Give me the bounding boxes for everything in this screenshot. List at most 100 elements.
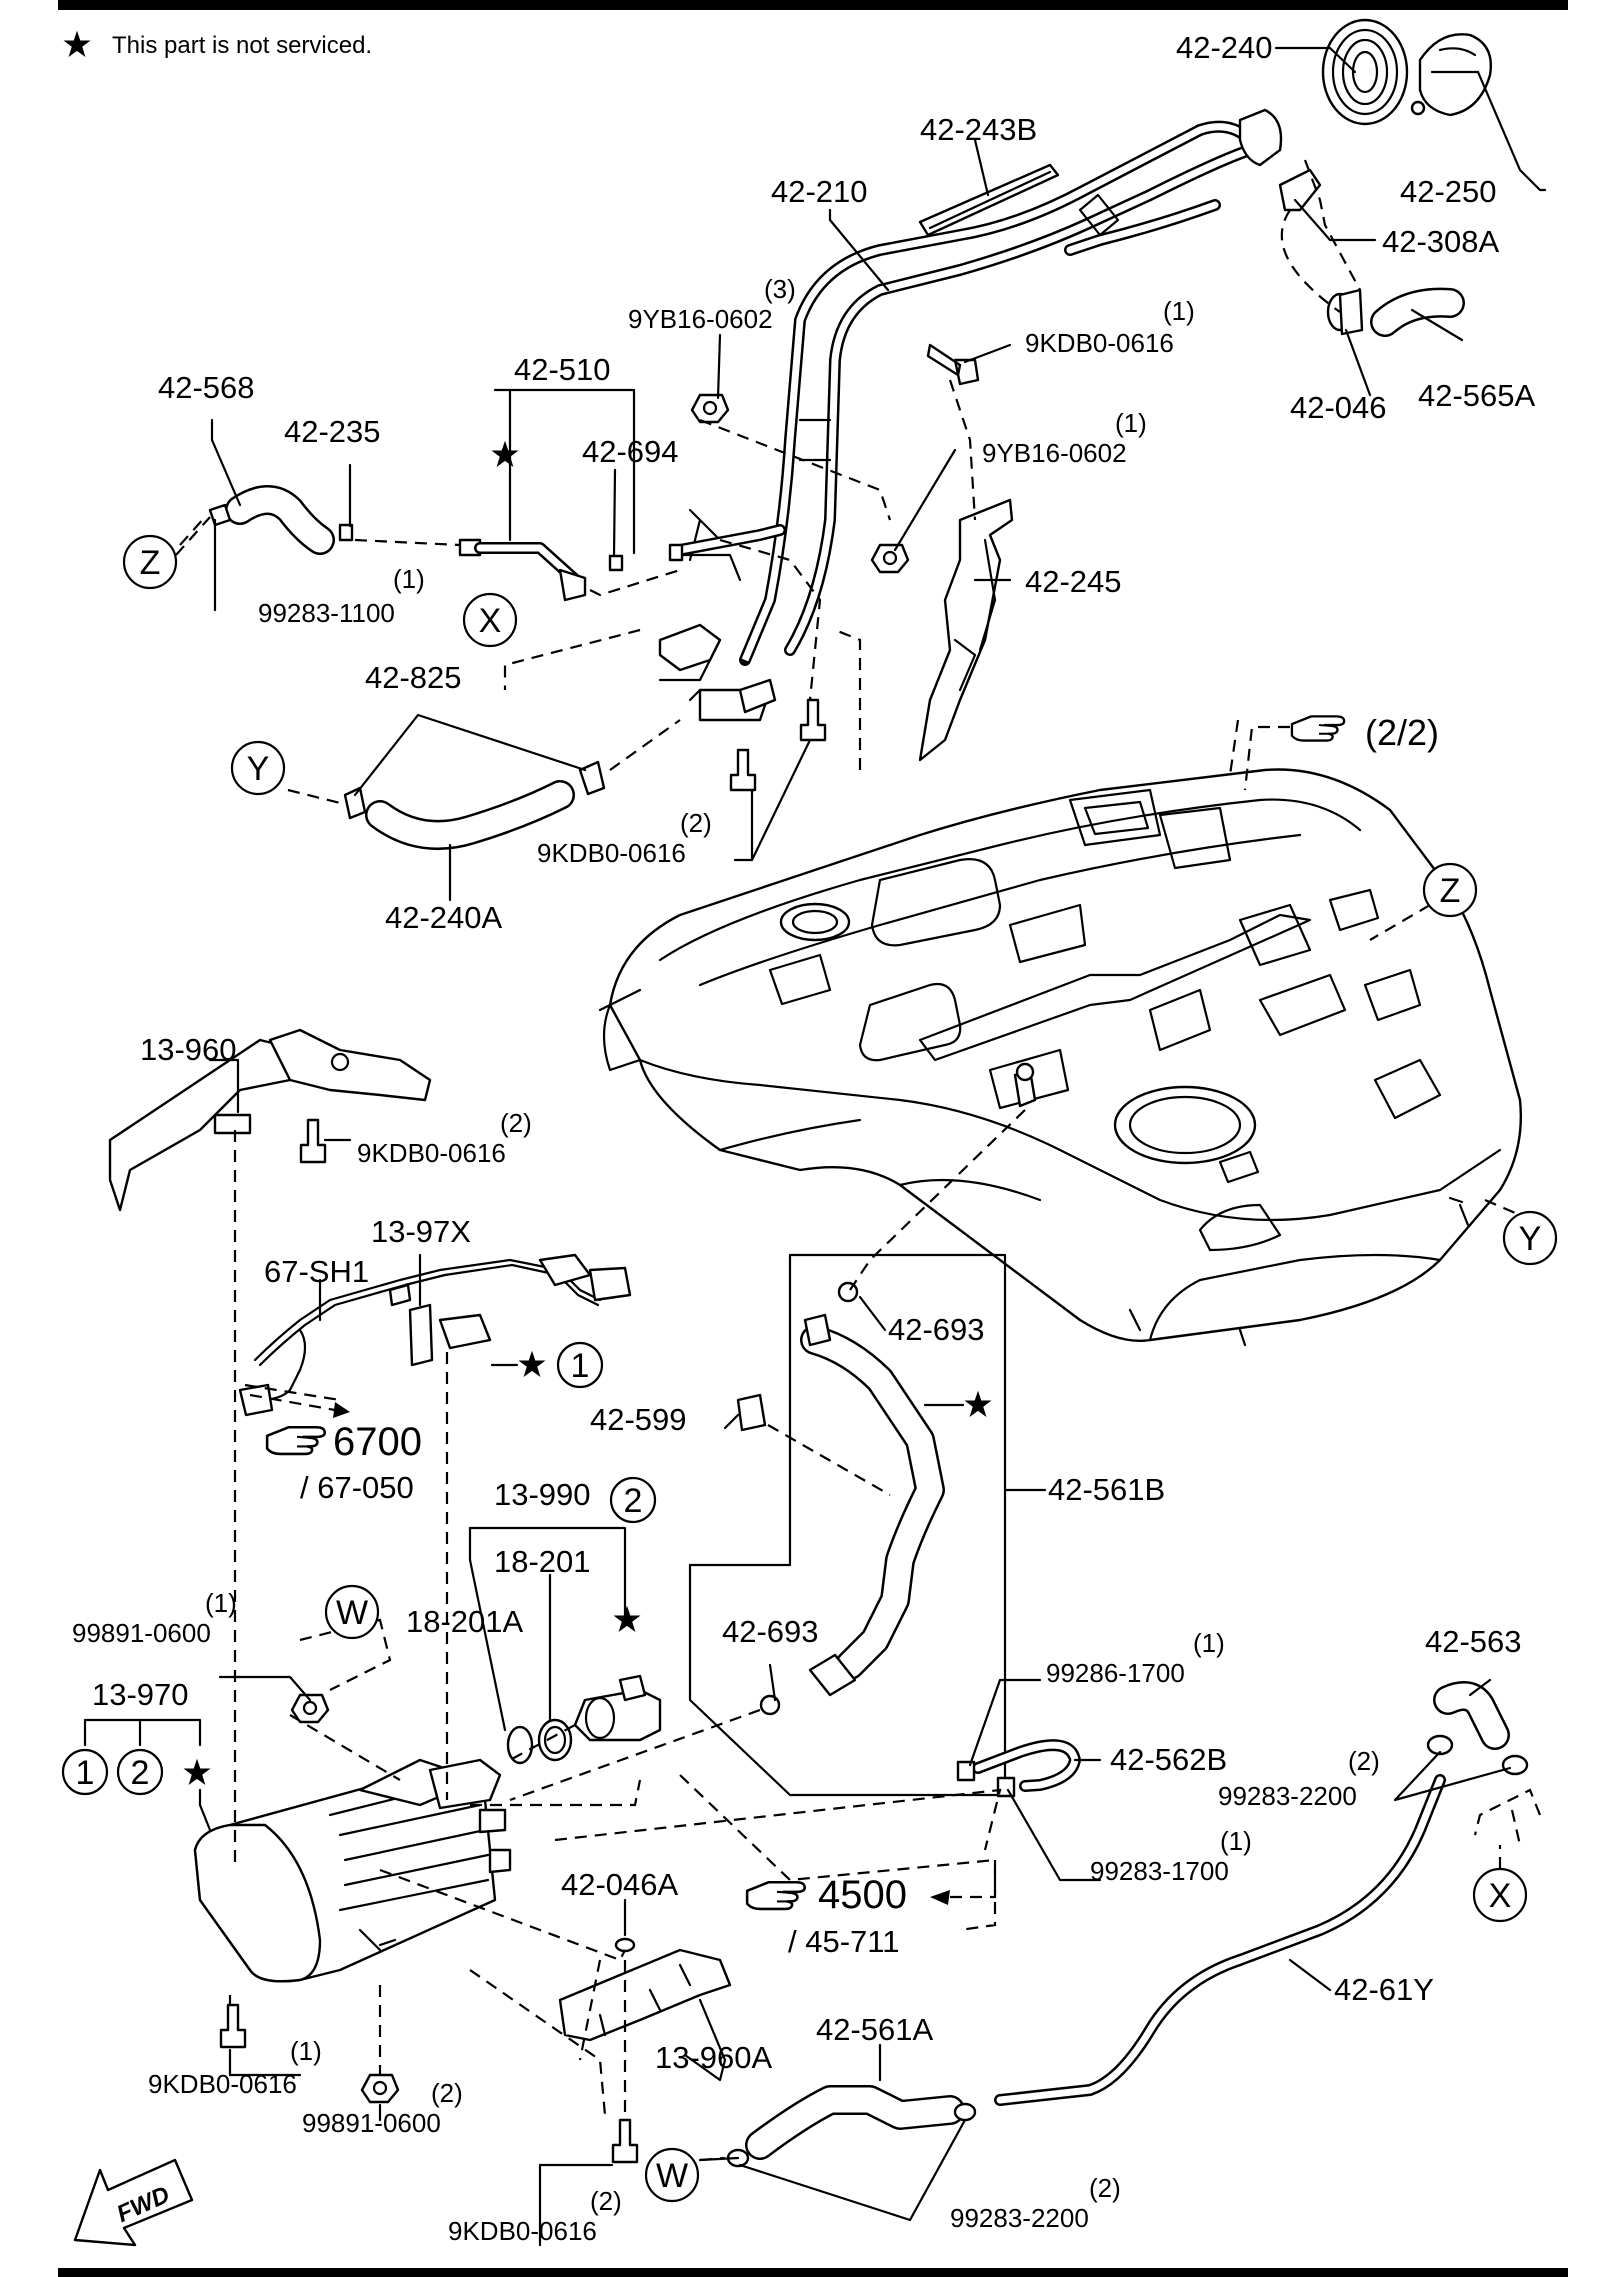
marker-2-valve: 2 [609, 1476, 657, 1524]
label-42-240A: 42-240A [385, 900, 503, 935]
part-42-308A [1278, 168, 1322, 212]
svg-text:X: X [1489, 1877, 1512, 1915]
star-icon [491, 440, 519, 467]
label-9KDB0-e: 9KDB0-0616 [448, 2216, 597, 2246]
qty-99283-2200-a: (2) [1348, 1746, 1380, 1776]
label-42-694: 42-694 [582, 434, 679, 469]
qty-9KDB0-a: (1) [1163, 296, 1195, 326]
label-99283-2200-b: 99283-2200 [950, 2203, 1089, 2233]
part-18-201 [537, 1718, 573, 1762]
nut-99891-a [290, 1693, 330, 1724]
label-13-970: 13-970 [92, 1677, 189, 1712]
part-42-561B [800, 1313, 945, 1697]
clamp-99283-2200-a1 [1426, 1734, 1454, 1756]
part-42-510 [458, 538, 587, 602]
label-42-61Y: 42-61Y [1334, 1972, 1434, 2007]
ref-6700: 6700 [333, 1420, 422, 1464]
marker-2-canister: 2 [116, 1748, 164, 1796]
bottom-border [58, 2268, 1568, 2277]
svg-text:2: 2 [131, 1754, 150, 1792]
clamp-42-825-a [343, 786, 367, 820]
label-99283-1100: 99283-1100 [258, 598, 395, 628]
label-42-046: 42-046 [1290, 390, 1387, 425]
part-13-960 [108, 1028, 432, 1212]
qty-9KDB0-b: (2) [680, 808, 712, 838]
label-99283-1700: 99283-1700 [1090, 1856, 1229, 1886]
marker-Z-right: Z [1422, 862, 1478, 918]
label-9YB16-b: 9YB16-0602 [982, 438, 1127, 468]
qty-99283-1100: (1) [393, 564, 425, 594]
label-42-245: 42-245 [1025, 564, 1122, 599]
label-13-960: 13-960 [140, 1032, 237, 1067]
svg-text:W: W [336, 1594, 368, 1632]
qty-99283-1700: (1) [1220, 1826, 1252, 1856]
svg-text:X: X [479, 602, 502, 640]
part-42-561A [745, 2085, 965, 2160]
pointing-hand-icon [265, 1425, 327, 1456]
legend-note: This part is not serviced. [112, 32, 372, 59]
ref-4500: 4500 [818, 1873, 907, 1917]
guide-lines [179, 159, 1542, 2162]
label-99283-2200-a: 99283-2200 [1218, 1781, 1357, 1811]
marker-X-right: X [1472, 1867, 1528, 1923]
label-13-990: 13-990 [494, 1477, 591, 1512]
nut-99891-b [360, 2073, 400, 2104]
clamp-99283-1100 [208, 503, 232, 527]
svg-text:1: 1 [571, 1347, 590, 1385]
reference-markers: Z X Y Z Y 1 2 W [61, 516, 1558, 2203]
marker-Y-right: Y [1502, 1210, 1558, 1266]
label-42-240: 42-240 [1176, 30, 1273, 65]
label-42-568: 42-568 [158, 370, 255, 405]
part-13-970-canister [193, 1758, 512, 1983]
label-42-693-a: 42-693 [888, 1312, 985, 1347]
part-labels: 42-240 42-243B 42-210 42-250 42-308A (3)… [72, 30, 1536, 2246]
clamp-42-693-a [837, 1281, 859, 1303]
qty-9YB16-b: (1) [1115, 408, 1147, 438]
label-67-SH1: 67-SH1 [264, 1254, 369, 1289]
hose-group-box [688, 1253, 1007, 1797]
qty-9KDB0-e: (2) [590, 2186, 622, 2216]
svg-text:2: 2 [624, 1482, 643, 1520]
part-42-240 [1321, 18, 1409, 126]
bolt-9KDB0-b2 [799, 698, 827, 742]
label-99286-1700: 99286-1700 [1046, 1658, 1185, 1688]
clamp-99283-1700 [996, 1776, 1016, 1798]
marker-1-canister: 1 [61, 1748, 109, 1796]
part-13-97X-harness [253, 1253, 632, 1367]
bolt-9KDB0-b1 [729, 748, 757, 792]
part-42-563 [1433, 1681, 1510, 1750]
ref-2-2: (2/2) [1365, 712, 1439, 753]
part-42-694 [608, 554, 624, 572]
clamp-42-825-b [578, 760, 606, 796]
bolt-9KDB0-e [611, 2118, 639, 2164]
part-42-245 [918, 498, 1014, 762]
qty-9KDB0-c: (2) [500, 1108, 532, 1138]
ref-45-711: / 45-711 [788, 1924, 899, 1959]
label-18-201A: 18-201A [406, 1604, 524, 1639]
ref-67-050: / 67-050 [300, 1470, 414, 1505]
label-13-960A: 13-960A [655, 2040, 773, 2075]
svg-text:W: W [656, 2157, 688, 2195]
part-13-960A [558, 1948, 732, 2042]
qty-99891-a: (1) [205, 1588, 237, 1618]
label-18-201: 18-201 [494, 1544, 591, 1579]
nut-9YB16-a [690, 393, 730, 424]
label-9KDB0-a: 9KDB0-0616 [1025, 328, 1174, 358]
pointing-hand-icon [1290, 715, 1346, 742]
qty-9KDB0-d: (1) [290, 2036, 322, 2066]
svg-text:Y: Y [1519, 1220, 1542, 1258]
qty-99283-2200-b: (2) [1089, 2173, 1121, 2203]
clamp-99283-2200-a2 [1501, 1754, 1529, 1776]
label-42-693-b: 42-693 [722, 1614, 819, 1649]
part-42-046A [614, 1937, 636, 1953]
svg-text:Y: Y [247, 750, 270, 788]
clamp-99283-2200-b2 [953, 2102, 977, 2122]
label-9YB16-a: 9YB16-0602 [628, 304, 773, 334]
star-icon [183, 1758, 211, 1785]
svg-text:Z: Z [1440, 872, 1461, 910]
label-99891-a: 99891-0600 [72, 1618, 211, 1648]
fuel-tank [598, 768, 1522, 1347]
part-18-201A [506, 1725, 534, 1765]
